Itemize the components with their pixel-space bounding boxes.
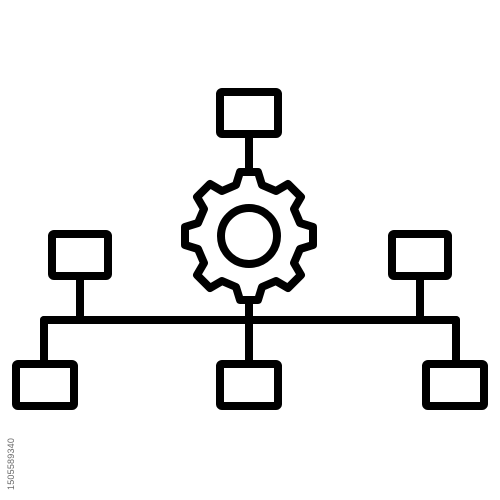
right-bottom-node-box xyxy=(422,360,488,410)
left-upper-node-box xyxy=(48,230,112,280)
center-bottom-node-box xyxy=(216,360,282,410)
right-upper-node-box xyxy=(388,230,452,280)
watermark-id: 1505589340 xyxy=(6,430,18,490)
left-bottom-node-box xyxy=(12,360,78,410)
gear-center-ring xyxy=(217,204,281,268)
top-node-box xyxy=(216,88,282,138)
gear-icon xyxy=(181,168,317,304)
watermark-id-text: 1505589340 xyxy=(6,437,16,490)
